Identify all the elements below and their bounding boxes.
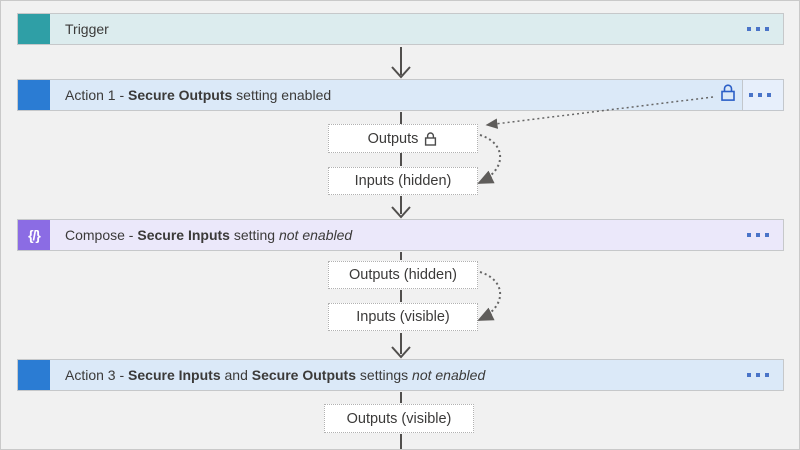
action1-label: Action 1 - Secure Outputs setting enable…: [65, 87, 332, 103]
action3-card[interactable]: Action 3 - Secure Inputs and Secure Outp…: [17, 359, 784, 391]
trigger-icon: [18, 14, 50, 44]
compose-inputs-label: Inputs (visible): [356, 309, 450, 325]
action1-menu-panel[interactable]: [742, 79, 784, 111]
compose-outputs-label: Outputs (hidden): [348, 267, 457, 283]
action3-outputs-pill: Outputs (visible): [324, 404, 474, 433]
compose-inputs-pill: Inputs (visible): [328, 303, 478, 331]
annotation-arrows: [477, 96, 714, 321]
action1-outputs-label: Outputs: [367, 130, 419, 147]
action3-outputs-label: Outputs (visible): [346, 410, 452, 427]
action3-icon: [18, 360, 50, 390]
action1-inputs-label: Inputs (hidden): [354, 173, 452, 189]
action3-label: Action 3 - Secure Inputs and Secure Outp…: [65, 367, 486, 383]
more-options-icon[interactable]: [747, 233, 769, 237]
action1-outputs-pill: Outputs: [328, 124, 478, 153]
more-options-icon[interactable]: [747, 373, 769, 377]
trigger-label: Trigger: [65, 21, 109, 37]
action1-inputs-pill: Inputs (hidden): [328, 167, 478, 195]
outputs-to-inputs-arrow-1: [477, 134, 502, 184]
action1-card[interactable]: Action 1 - Secure Outputs setting enable…: [17, 79, 784, 111]
compose-icon: {/}: [18, 220, 50, 250]
trigger-card[interactable]: Trigger: [17, 13, 784, 45]
compose-card[interactable]: {/} Compose - Secure Inputs setting not …: [17, 219, 784, 251]
compose-outputs-pill: Outputs (hidden): [328, 261, 478, 289]
more-options-icon[interactable]: [747, 27, 769, 31]
lock-icon: [423, 131, 438, 147]
compose-label: Compose - Secure Inputs setting not enab…: [65, 227, 353, 243]
secure-outputs-lock-icon: [719, 83, 737, 108]
more-options-icon[interactable]: [749, 93, 771, 97]
outputs-to-inputs-arrow-2: [477, 271, 502, 321]
action1-icon: [18, 80, 50, 110]
